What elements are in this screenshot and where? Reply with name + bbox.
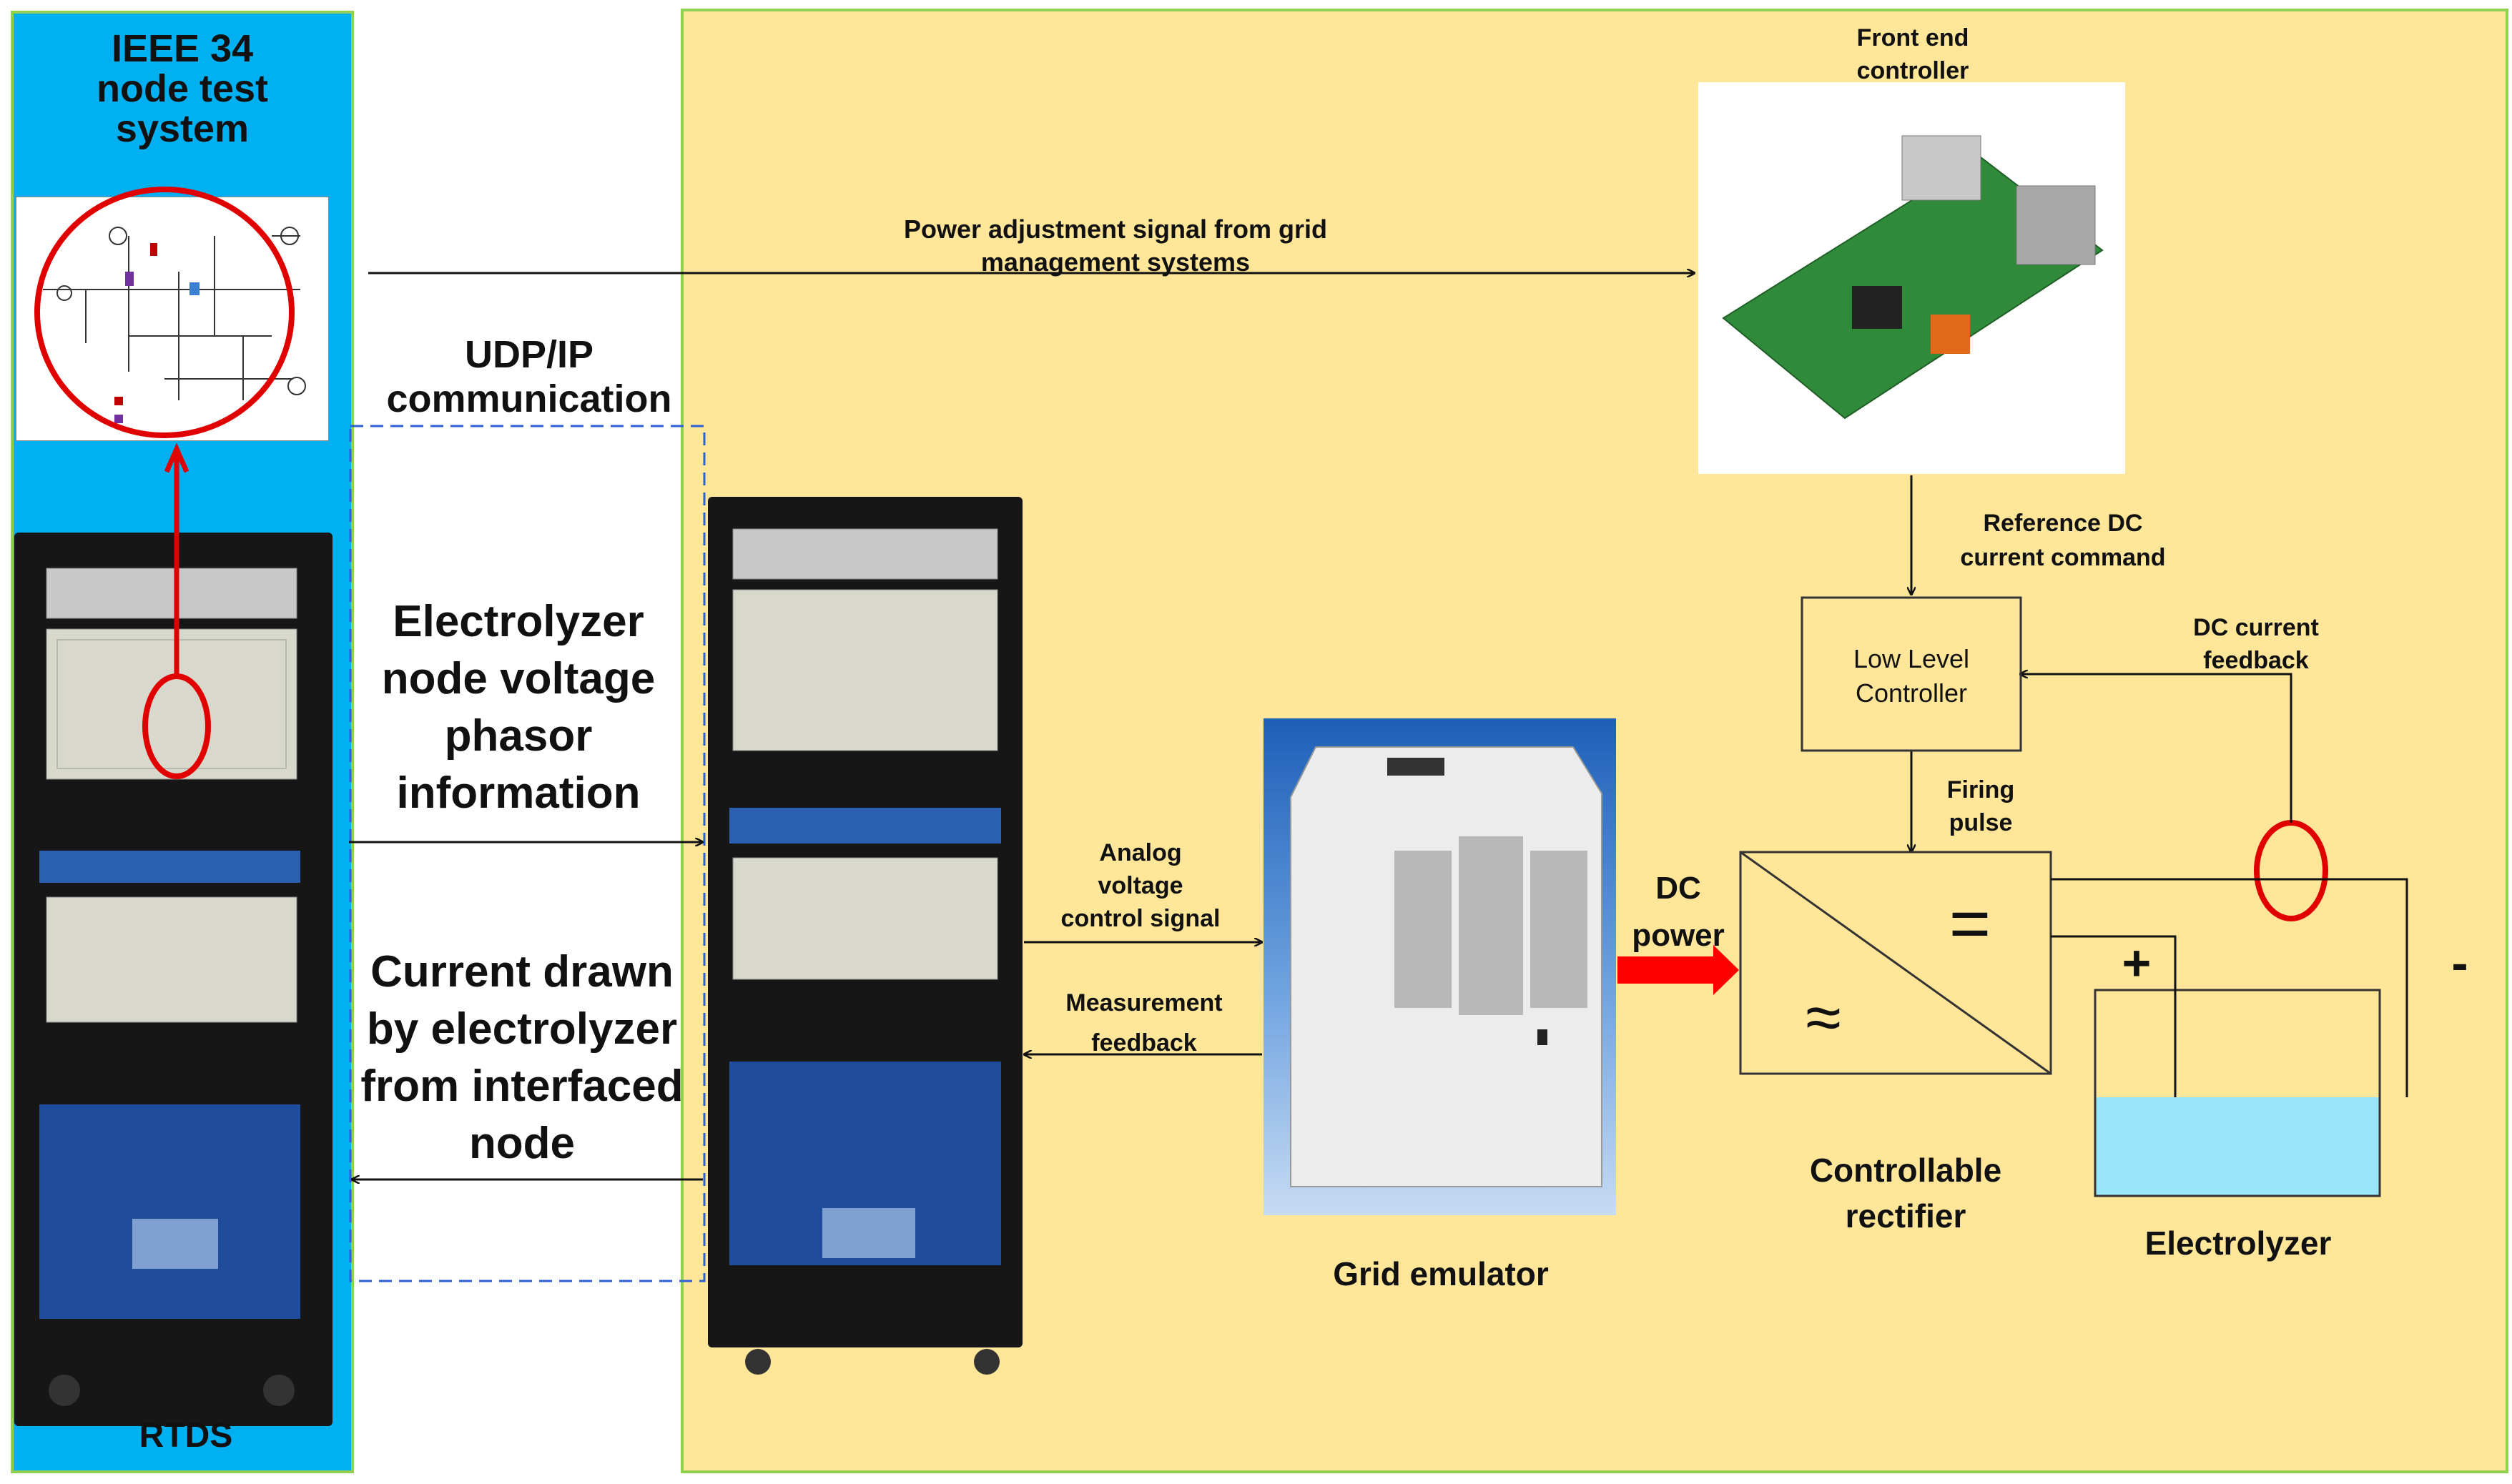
current-info-label: Current drawn by electrolyzer from inter… xyxy=(343,944,701,1172)
reference-line-1: Reference DC xyxy=(1983,510,2143,537)
ieee34-single-line-diagram xyxy=(16,197,329,441)
power-adjustment-label: Power adjustment signal from grid manage… xyxy=(829,213,1402,279)
low-level-controller-label: Low Level Controller xyxy=(1802,642,2021,711)
current-info-line-4: node xyxy=(468,1119,576,1168)
dc-feedback-line-2: feedback xyxy=(2203,647,2309,674)
firing-line-2: pulse xyxy=(1949,809,2013,836)
minus-sign: - xyxy=(2451,935,2468,991)
firing-line-1: Firing xyxy=(1946,776,2015,803)
analog-line-1: Analog xyxy=(1099,839,1182,866)
dc-current-sensor-ring xyxy=(2254,820,2328,921)
dc-power-line-1: DC xyxy=(1655,871,1701,906)
single-line-sketch xyxy=(43,227,306,423)
analog-line-3: control signal xyxy=(1060,905,1221,932)
ac-symbol: ≈ xyxy=(1806,982,1841,1054)
front-end-line-1: Front end xyxy=(1856,24,1969,51)
grid-emulator-cabinet xyxy=(1290,746,1602,1187)
plus-sign: + xyxy=(2122,935,2152,991)
rectifier-line-1: Controllable xyxy=(1809,1152,2002,1189)
dc-power-label: DC power xyxy=(1617,865,1739,959)
low-level-line-2: Controller xyxy=(1855,678,1968,708)
dc-power-line-2: power xyxy=(1632,918,1725,953)
current-info-line-3: from interfaced xyxy=(360,1062,684,1111)
voltage-info-label: Electrolyzer node voltage phasor informa… xyxy=(343,593,694,822)
power-adjustment-line-1: Power adjustment signal from grid xyxy=(903,214,1328,244)
front-end-line-2: controller xyxy=(1856,57,1969,84)
firing-pulse-label: Firing pulse xyxy=(1924,773,2038,839)
analog-line-2: voltage xyxy=(1098,872,1183,899)
voltage-info-line-4: information xyxy=(396,768,641,818)
power-adjustment-line-2: management systems xyxy=(980,247,1251,277)
current-info-line-1: Current drawn xyxy=(370,947,674,996)
voltage-info-line-1: Electrolyzer xyxy=(393,597,644,646)
measurement-line-2: feedback xyxy=(1091,1029,1197,1057)
grid-emulator-label: Grid emulator xyxy=(1333,1255,1549,1292)
controllable-rectifier-label: Controllable rectifier xyxy=(1788,1147,2024,1239)
udp-ip-line-1: UDP/IP xyxy=(464,333,594,376)
dc-symbol: = xyxy=(1949,884,1991,964)
ieee34-title-line-1: IEEE 34 xyxy=(111,27,254,70)
left-rack-modules xyxy=(39,568,300,1406)
measurement-line-1: Measurement xyxy=(1065,989,1223,1016)
analog-signal-label: Analog voltage control signal xyxy=(1023,836,1259,935)
electrolyte xyxy=(2095,1097,2380,1196)
low-level-controller-box xyxy=(1801,596,2022,752)
reference-command-label: Reference DC current command xyxy=(1924,506,2202,575)
electrolyzer-tank xyxy=(2094,989,2381,1197)
udp-ip-label: UDP/IP communication xyxy=(358,332,701,421)
dc-power-arrow xyxy=(1617,945,1739,995)
electrolyzer-label: Electrolyzer xyxy=(2144,1225,2332,1262)
measurement-feedback-label: Measurement feedback xyxy=(1030,983,1259,1063)
voltage-info-line-2: node voltage xyxy=(381,654,656,703)
ieee34-title-line-3: system xyxy=(115,107,250,150)
rectifier-line-2: rectifier xyxy=(1845,1197,1966,1235)
ieee34-title-line-2: node test xyxy=(96,67,269,110)
dc-feedback-line-1: DC current xyxy=(2193,614,2319,641)
udp-dashed-box xyxy=(349,425,706,1282)
udp-ip-line-2: communication xyxy=(386,377,672,420)
rectifier-box xyxy=(1739,851,2052,1075)
front-end-controller-label: Front end controller xyxy=(1788,21,2038,87)
raspberry-pi-board xyxy=(1722,135,2104,420)
ieee34-highlight-ring xyxy=(34,187,295,438)
ieee34-title: IEEE 34 node test system xyxy=(43,29,322,149)
middle-rack-modules xyxy=(729,528,1001,1375)
rtds-label: RTDS xyxy=(139,1417,233,1455)
dc-current-feedback-label: DC current feedback xyxy=(2152,611,2360,677)
reference-line-2: current command xyxy=(1960,544,2166,571)
voltage-info-line-3: phasor xyxy=(444,711,593,761)
dc-feedback-arrow xyxy=(2020,674,2292,823)
current-info-line-2: by electrolyzer xyxy=(366,1004,678,1054)
low-level-line-1: Low Level xyxy=(1853,644,1970,673)
